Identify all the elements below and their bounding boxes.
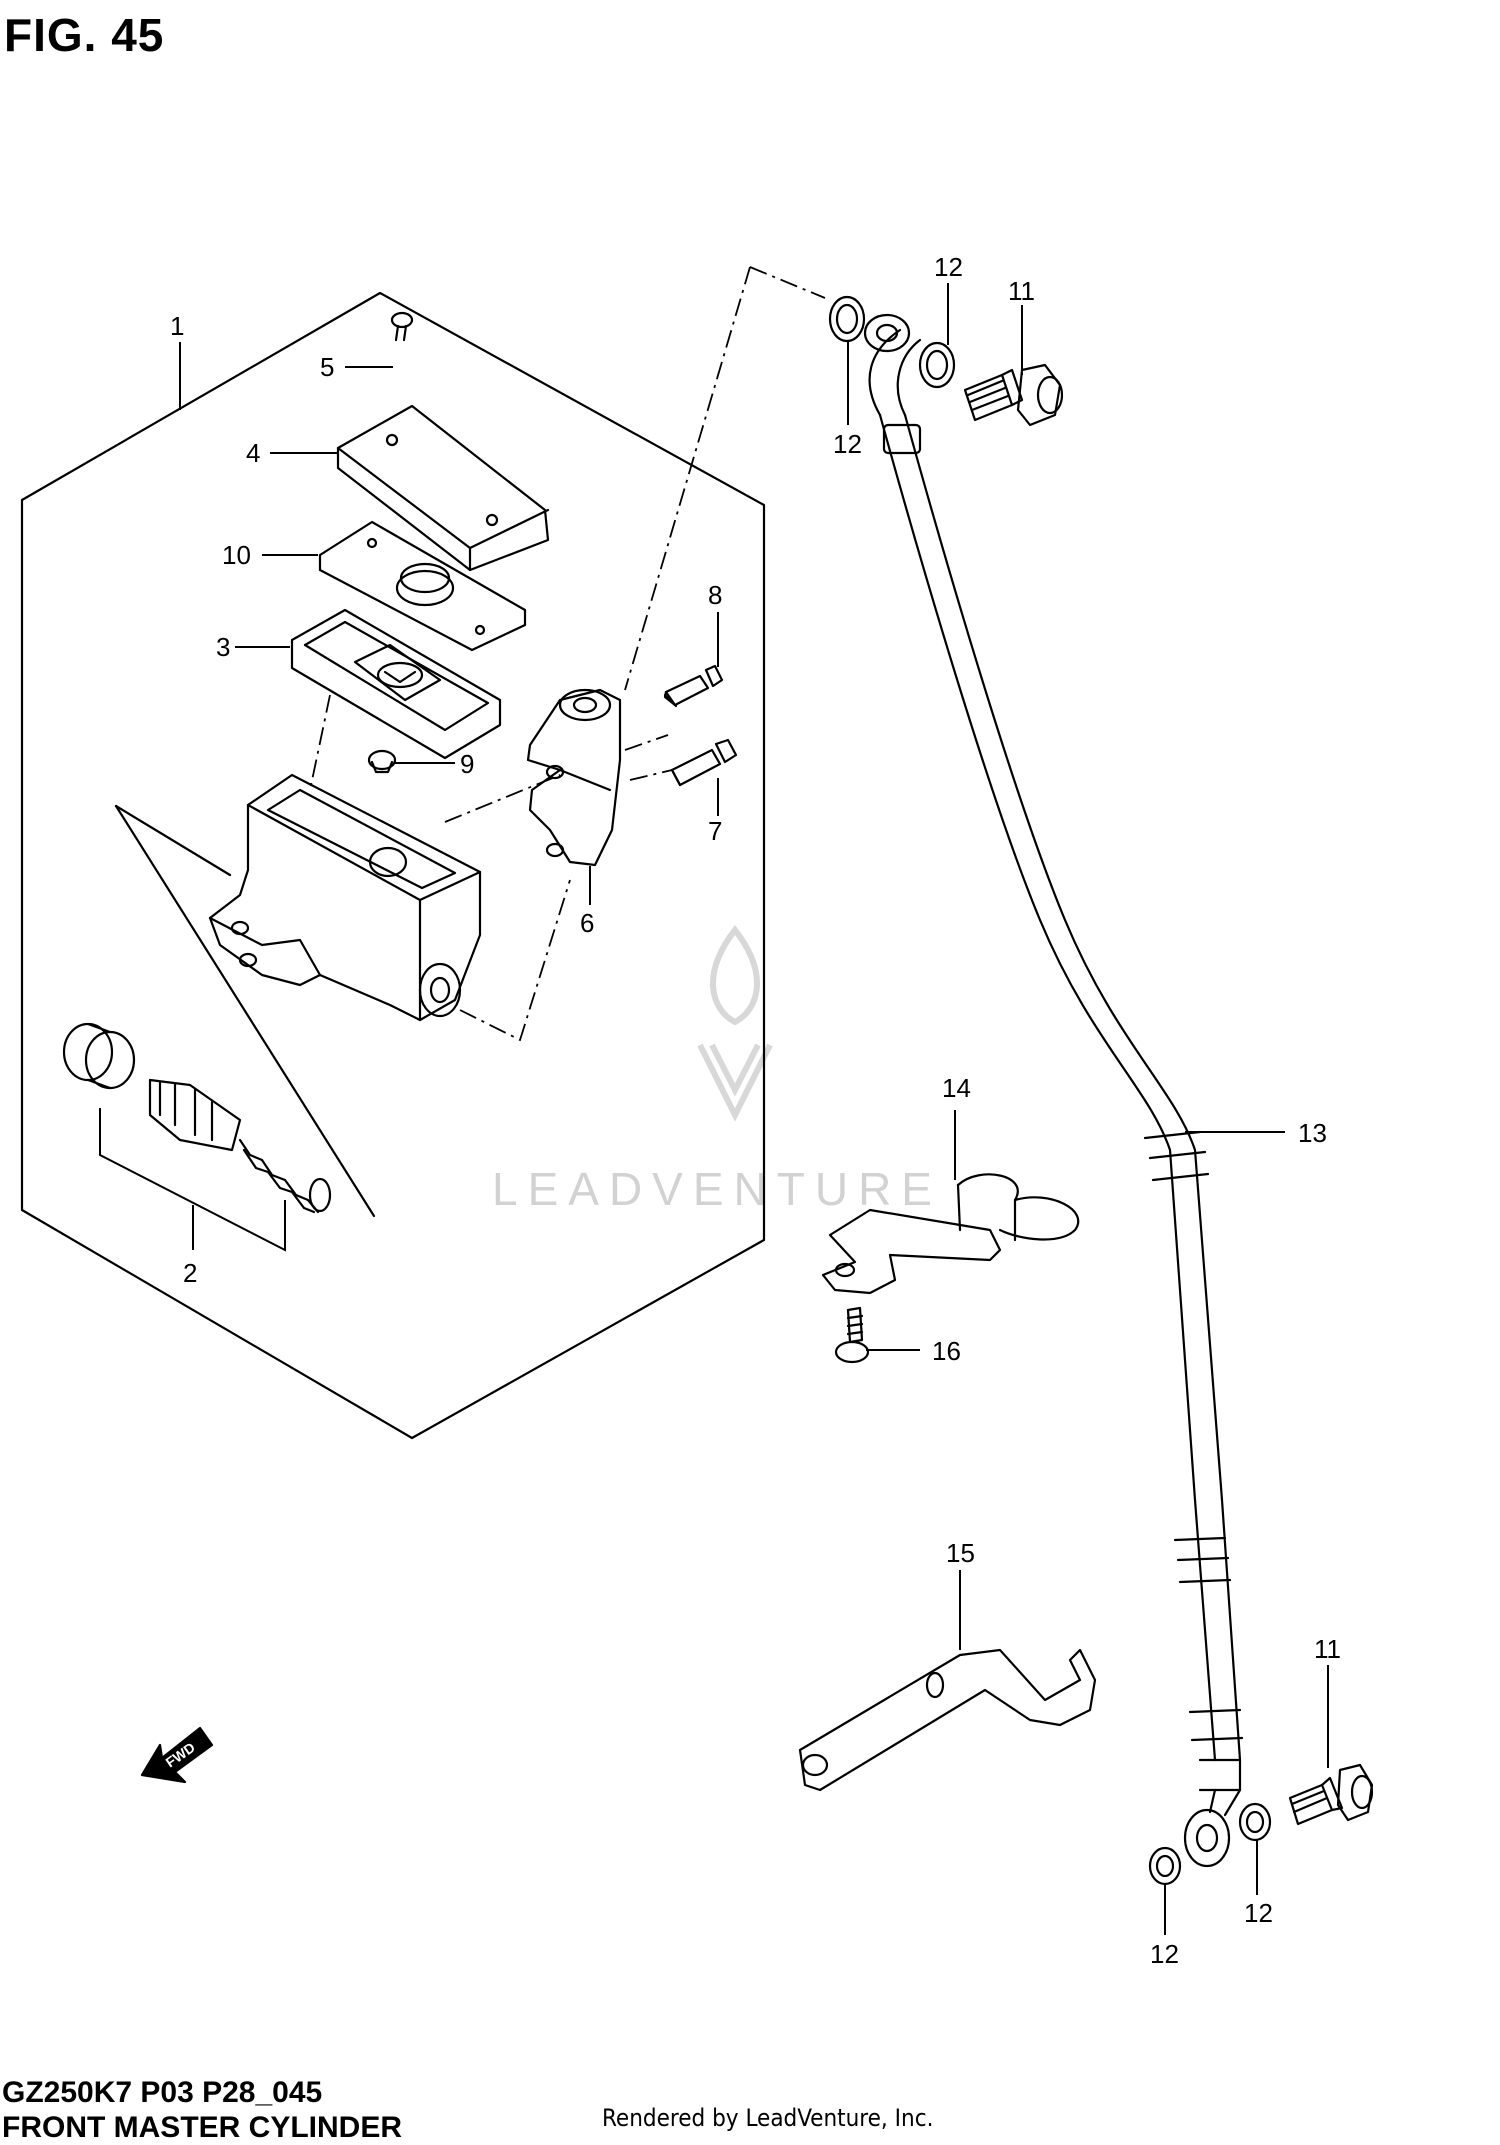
callout-11-a: 11 bbox=[1008, 276, 1035, 306]
diagram-subtitle: FRONT MASTER CYLINDER bbox=[2, 2111, 402, 2144]
callout-5: 5 bbox=[320, 352, 334, 382]
callout-12-a: 12 bbox=[833, 429, 862, 459]
plate-part-10 bbox=[318, 520, 527, 652]
assembly-outline bbox=[20, 291, 766, 1440]
callout-12-c: 12 bbox=[1150, 1939, 1179, 1969]
screw-part-9 bbox=[367, 749, 397, 774]
union-bolt-part-11-top bbox=[963, 363, 1064, 427]
callout-1: 1 bbox=[170, 311, 184, 341]
washer-part-12-d-inner bbox=[1245, 1810, 1265, 1834]
banjo-fitting-top bbox=[863, 313, 911, 353]
washer-part-12-a-inner bbox=[835, 303, 859, 335]
fwd-arrow-icon bbox=[140, 1726, 214, 1784]
bracket-part-15 bbox=[798, 1648, 1097, 1792]
diaphragm-part-3 bbox=[290, 608, 502, 760]
callout-16: 16 bbox=[932, 1336, 961, 1366]
callout-13: 13 bbox=[1298, 1118, 1327, 1148]
washer-part-12-a bbox=[828, 295, 866, 343]
watermark-text: LEADVENTURE bbox=[492, 1163, 942, 1215]
view-triangle-top bbox=[114, 804, 232, 877]
washer-part-12-b-inner bbox=[925, 349, 949, 381]
rendered-by-credit: Rendered by LeadVenture, Inc. bbox=[602, 2104, 934, 2132]
callout-11-b: 11 bbox=[1314, 1634, 1341, 1664]
callout-14: 14 bbox=[942, 1073, 971, 1103]
washer-part-12-d bbox=[1238, 1802, 1272, 1842]
figure-title: FIG. 45 bbox=[4, 9, 165, 61]
banjo-fitting-bottom bbox=[1183, 1788, 1242, 1868]
model-code: GZ250K7 P03 P28_045 bbox=[2, 2076, 323, 2109]
callout-7: 7 bbox=[708, 816, 722, 846]
callout-6: 6 bbox=[580, 908, 594, 938]
clamp-part-14 bbox=[821, 1173, 1080, 1295]
callout-9: 9 bbox=[460, 749, 474, 779]
view-triangle bbox=[114, 804, 376, 1218]
washer-part-12-b bbox=[918, 341, 956, 389]
callout-3: 3 bbox=[216, 632, 230, 662]
union-bolt-part-11-bottom bbox=[1288, 1763, 1374, 1826]
callout-8: 8 bbox=[708, 580, 722, 610]
callout-10: 10 bbox=[222, 540, 251, 570]
callout-2: 2 bbox=[183, 1258, 197, 1288]
bolt-part-8 bbox=[663, 664, 724, 708]
master-cylinder-body bbox=[208, 773, 482, 1022]
clamp-part-6 bbox=[526, 688, 622, 867]
callout-12-d: 12 bbox=[1244, 1898, 1273, 1928]
screw-part-16 bbox=[834, 1306, 870, 1364]
watermark-logo bbox=[697, 925, 773, 1122]
bolt-part-7 bbox=[670, 738, 738, 787]
callout-4: 4 bbox=[246, 438, 260, 468]
washer-part-12-c bbox=[1148, 1846, 1182, 1886]
callout-12-b: 12 bbox=[934, 252, 963, 282]
piston-kit-part-2 bbox=[62, 1022, 332, 1214]
reservoir-cap-part-4 bbox=[336, 404, 550, 572]
screw-part-5 bbox=[390, 311, 414, 342]
callout-15: 15 bbox=[946, 1538, 975, 1568]
washer-part-12-c-inner bbox=[1155, 1854, 1175, 1878]
brake-hose-part-13 bbox=[868, 328, 1244, 1792]
